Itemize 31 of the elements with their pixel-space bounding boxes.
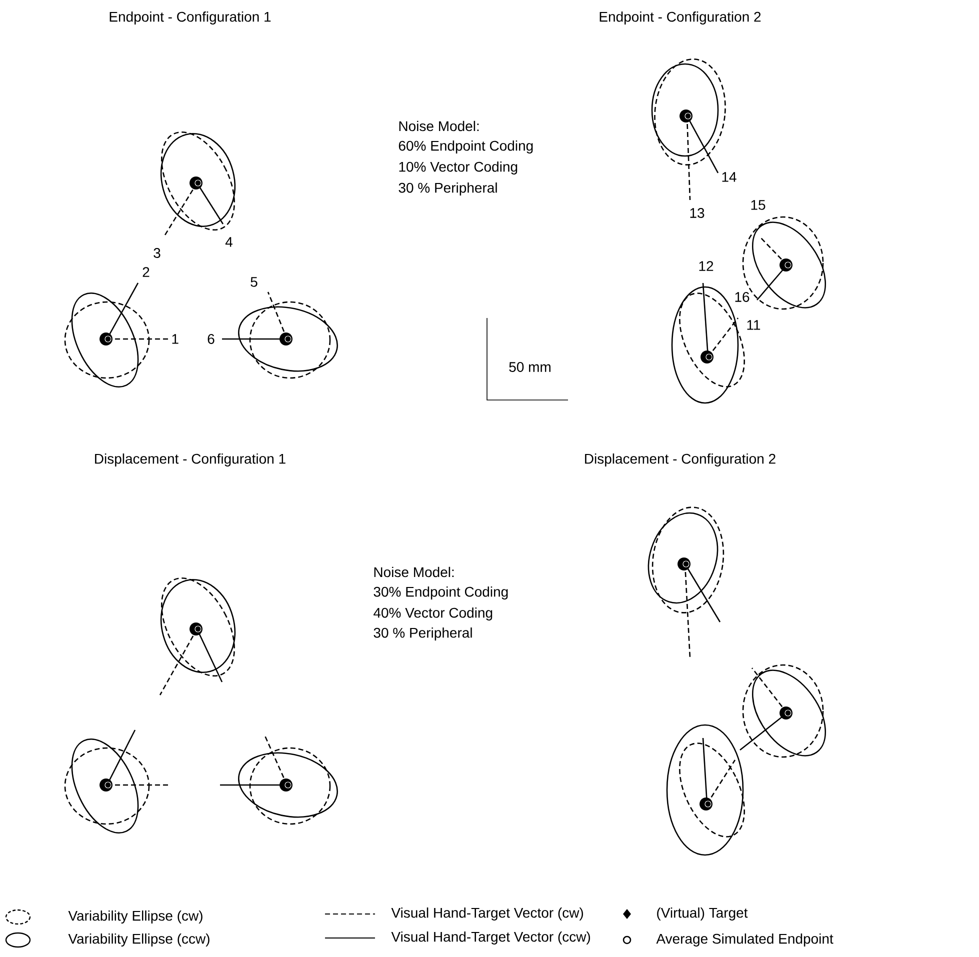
label-text: 30 % Peripheral — [374, 627, 472, 641]
legend-text: (Virtual) Target — [657, 907, 748, 921]
label-text: 4 — [225, 237, 232, 247]
label-text: 6 — [208, 334, 214, 344]
legend-text: Variability Ellipse (cw) — [68, 910, 202, 924]
label-text: 11 — [747, 320, 760, 330]
legend-text: Visual Hand-Target Vector (ccw) — [391, 931, 590, 945]
label-text: 60% Endpoint Coding — [398, 140, 533, 154]
label-text: 40% Vector Coding — [374, 607, 492, 621]
label-text: 30 % Peripheral — [398, 182, 497, 196]
label-text: 3 — [154, 248, 160, 258]
label-text: Endpoint - Configuration 1 — [110, 11, 271, 25]
label-text: 15 — [751, 200, 766, 210]
label-text: Displacement - Configuration 1 — [95, 453, 286, 467]
label-text: 5 — [250, 277, 258, 287]
label-text: 10% Vector Coding — [399, 161, 518, 175]
label-text: 50 mm — [509, 362, 550, 372]
legend-text: Variability Ellipse (ccw) — [68, 933, 210, 947]
label-text: Displacement - Configuration 2 — [585, 453, 776, 467]
label-text: 12 — [699, 261, 714, 271]
label-text: 16 — [735, 292, 750, 302]
label-text: 1 — [172, 334, 178, 344]
label-text: Noise Model: — [374, 566, 454, 578]
label-text: 2 — [142, 267, 150, 277]
label-text: 30% Endpoint Coding — [374, 586, 508, 600]
label-text: Noise Model: — [399, 120, 479, 132]
label-text: Endpoint - Configuration 2 — [600, 11, 761, 25]
label-text: 13 — [690, 208, 704, 218]
label-text: 14 — [722, 172, 736, 182]
legend-text: Visual Hand-Target Vector (cw) — [391, 907, 584, 921]
legend-text: Average Simulated Endpoint — [656, 933, 834, 947]
